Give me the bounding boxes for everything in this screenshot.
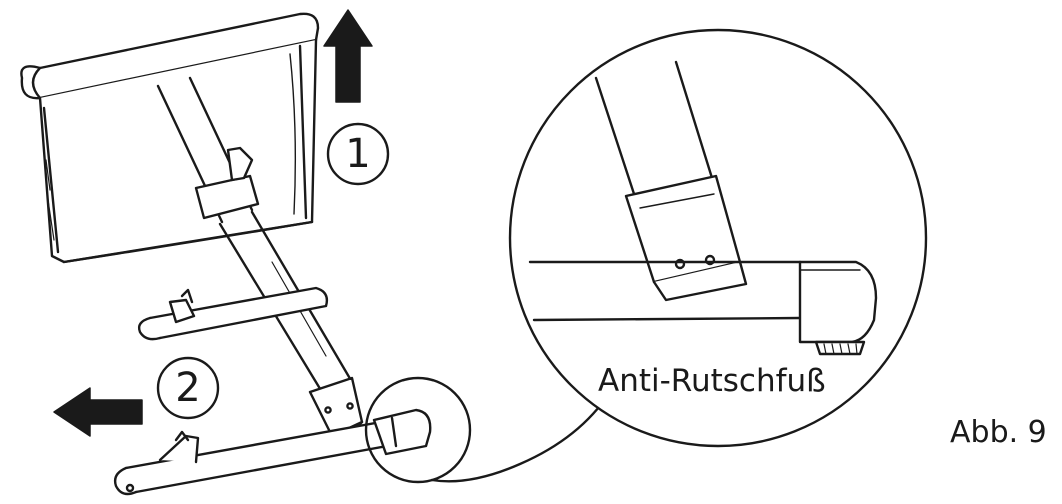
step-2-circle: [156, 356, 220, 420]
step-2-number: 2: [175, 365, 201, 411]
rear-leg-bar: [137, 286, 329, 341]
canopy-panel: [20, 12, 320, 264]
detail-marker: [364, 376, 612, 484]
arrow-left-icon: [53, 387, 143, 437]
front-leg-bar: [113, 408, 432, 496]
zoom-callout: [508, 28, 928, 448]
step-1-circle: [326, 122, 390, 186]
main-tube: [156, 76, 364, 442]
step-1-number: 1: [345, 131, 371, 177]
figure-label: Abb. 9: [950, 415, 1047, 450]
anti-slip-foot-label: Anti-Rutschfuß: [598, 363, 826, 399]
arrow-up-icon: [323, 9, 373, 103]
